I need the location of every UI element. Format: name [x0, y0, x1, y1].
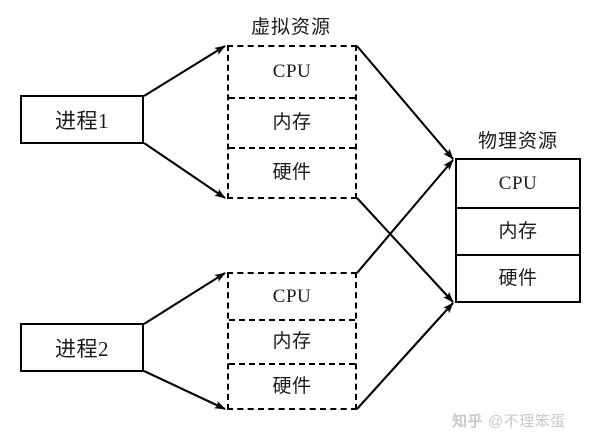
- watermark-brand: 知乎: [452, 413, 484, 430]
- physical-row-cpu: CPU: [498, 172, 538, 194]
- physical-resource-title: 物理资源: [477, 131, 558, 152]
- arrow-virtual2-top-to-physical-top: [356, 159, 454, 274]
- virtual-2-row-hardware: 硬件: [229, 363, 355, 408]
- arrow-process2-to-virtual2-top: [143, 272, 226, 325]
- virtual-2-row-cpu: CPU: [272, 285, 312, 307]
- physical-row-memory: 内存: [457, 206, 579, 254]
- arrow-process2-to-virtual2-bottom: [143, 370, 226, 410]
- arrow-process1-to-virtual1-bottom: [143, 142, 226, 199]
- virtual-resource-box-2[interactable]: CPU 内存 硬件: [227, 272, 357, 410]
- process-box-2[interactable]: 进程2: [20, 323, 144, 372]
- process-box-1[interactable]: 进程1: [20, 95, 144, 144]
- physical-row-hardware: 硬件: [457, 253, 579, 301]
- virtual-1-row-hardware: 硬件: [229, 146, 355, 197]
- arrow-virtual1-top-to-physical-top: [356, 45, 454, 160]
- physical-resource-box[interactable]: CPU 内存 硬件: [455, 158, 581, 303]
- arrow-virtual2-bottom-to-physical-bottom: [356, 302, 454, 410]
- process-box-1-label: 进程1: [55, 108, 109, 133]
- arrow-process1-to-virtual1-top: [143, 45, 226, 97]
- virtual-2-row-memory: 内存: [229, 318, 355, 364]
- virtual-resource-box-1[interactable]: CPU 内存 硬件: [227, 45, 357, 199]
- arrow-virtual1-bottom-to-physical-bottom: [356, 197, 454, 303]
- watermark: 知乎 @不理笨蛋: [452, 410, 566, 431]
- watermark-handle: @不理笨蛋: [488, 413, 566, 430]
- virtual-resource-title: 虚拟资源: [250, 17, 331, 38]
- process-box-2-label: 进程2: [55, 336, 109, 361]
- virtual-1-row-cpu: CPU: [272, 61, 312, 83]
- virtual-1-row-memory: 内存: [229, 96, 355, 147]
